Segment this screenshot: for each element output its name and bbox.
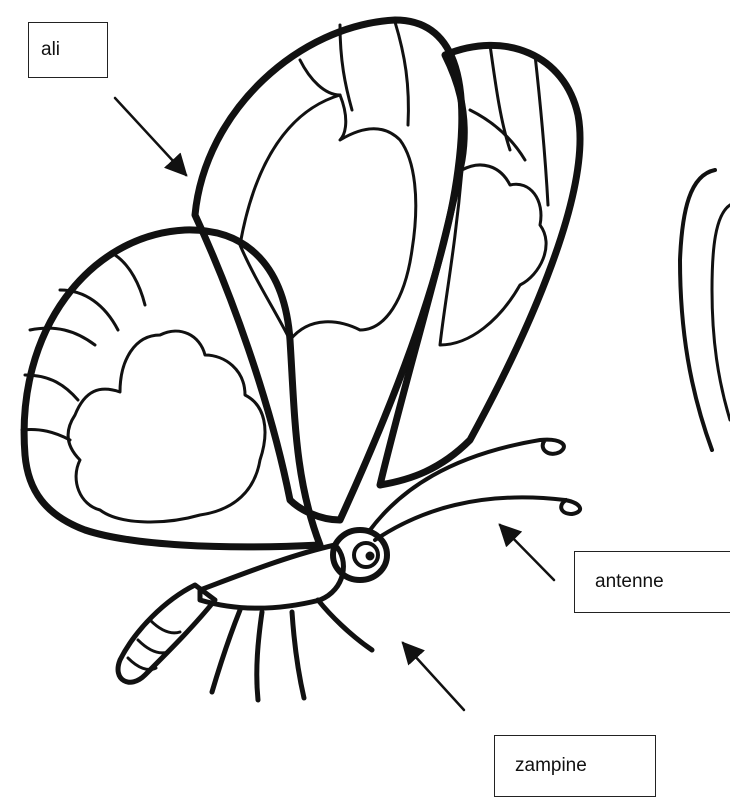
front-wing-outline bbox=[195, 20, 462, 520]
label-antennae-text: antenne bbox=[595, 571, 664, 593]
back-wing-vein-1 bbox=[490, 45, 510, 150]
leg-2 bbox=[257, 612, 262, 700]
leg-4 bbox=[318, 600, 372, 650]
front-wing-vein-2 bbox=[395, 22, 408, 125]
back-wing-vein-3 bbox=[470, 110, 525, 160]
label-legs-text: zampine bbox=[515, 755, 587, 777]
hind-wing-inner bbox=[68, 331, 265, 522]
label-legs: zampine bbox=[494, 735, 656, 797]
arrow-antenne bbox=[500, 525, 554, 580]
back-wing-vein-2 bbox=[535, 55, 548, 205]
label-wings: ali bbox=[28, 22, 108, 78]
partial-outline-outer bbox=[680, 170, 715, 450]
abdomen-stripe-1 bbox=[150, 620, 180, 633]
antenna-lower bbox=[375, 497, 580, 540]
hind-wing-outline bbox=[24, 230, 320, 547]
front-wing-inner bbox=[240, 95, 416, 340]
thorax bbox=[200, 545, 343, 608]
label-wings-text: ali bbox=[41, 39, 60, 61]
hind-wing-vein-5 bbox=[115, 255, 145, 305]
leg-3 bbox=[292, 612, 304, 698]
arrow-zampine bbox=[403, 643, 464, 710]
arrow-ali bbox=[115, 98, 186, 175]
abdomen-stripe-2 bbox=[138, 640, 168, 653]
partial-outline-inner bbox=[712, 205, 730, 420]
label-antennae: antenne bbox=[574, 551, 730, 613]
antenna-upper bbox=[370, 440, 564, 530]
leg-1 bbox=[212, 610, 240, 692]
hind-wing-vein-4 bbox=[22, 429, 70, 440]
front-wing-vein-3 bbox=[300, 60, 340, 95]
eye-pupil bbox=[366, 552, 374, 560]
